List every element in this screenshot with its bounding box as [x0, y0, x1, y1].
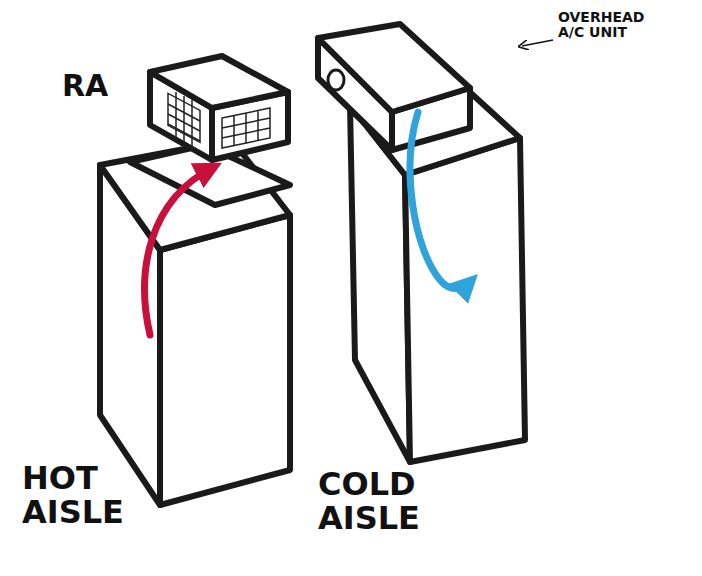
text-label: HOT AISLE: [22, 462, 124, 529]
hot-air-arrow: [145, 168, 212, 335]
text-label: COLD AISLE: [318, 468, 420, 535]
text-label: RA: [62, 70, 108, 102]
fan-symbol: [328, 70, 344, 90]
text-label: OVERHEAD A/C UNIT: [558, 10, 658, 39]
label-holder: COLD AISLE: [318, 468, 420, 535]
label-holder: OVERHEAD A/C UNIT: [558, 10, 658, 39]
ac-unit-top: [318, 24, 470, 112]
rack-top: [100, 140, 290, 250]
rack-front: [160, 215, 290, 505]
ra-unit-top: [150, 56, 288, 108]
label-holder: HOT AISLE: [22, 462, 124, 529]
grill: [168, 92, 270, 150]
rack-front: [405, 138, 525, 462]
label-holder: RA: [62, 70, 108, 102]
leader-line: [522, 40, 553, 46]
cold-air-arrow: [410, 112, 470, 289]
